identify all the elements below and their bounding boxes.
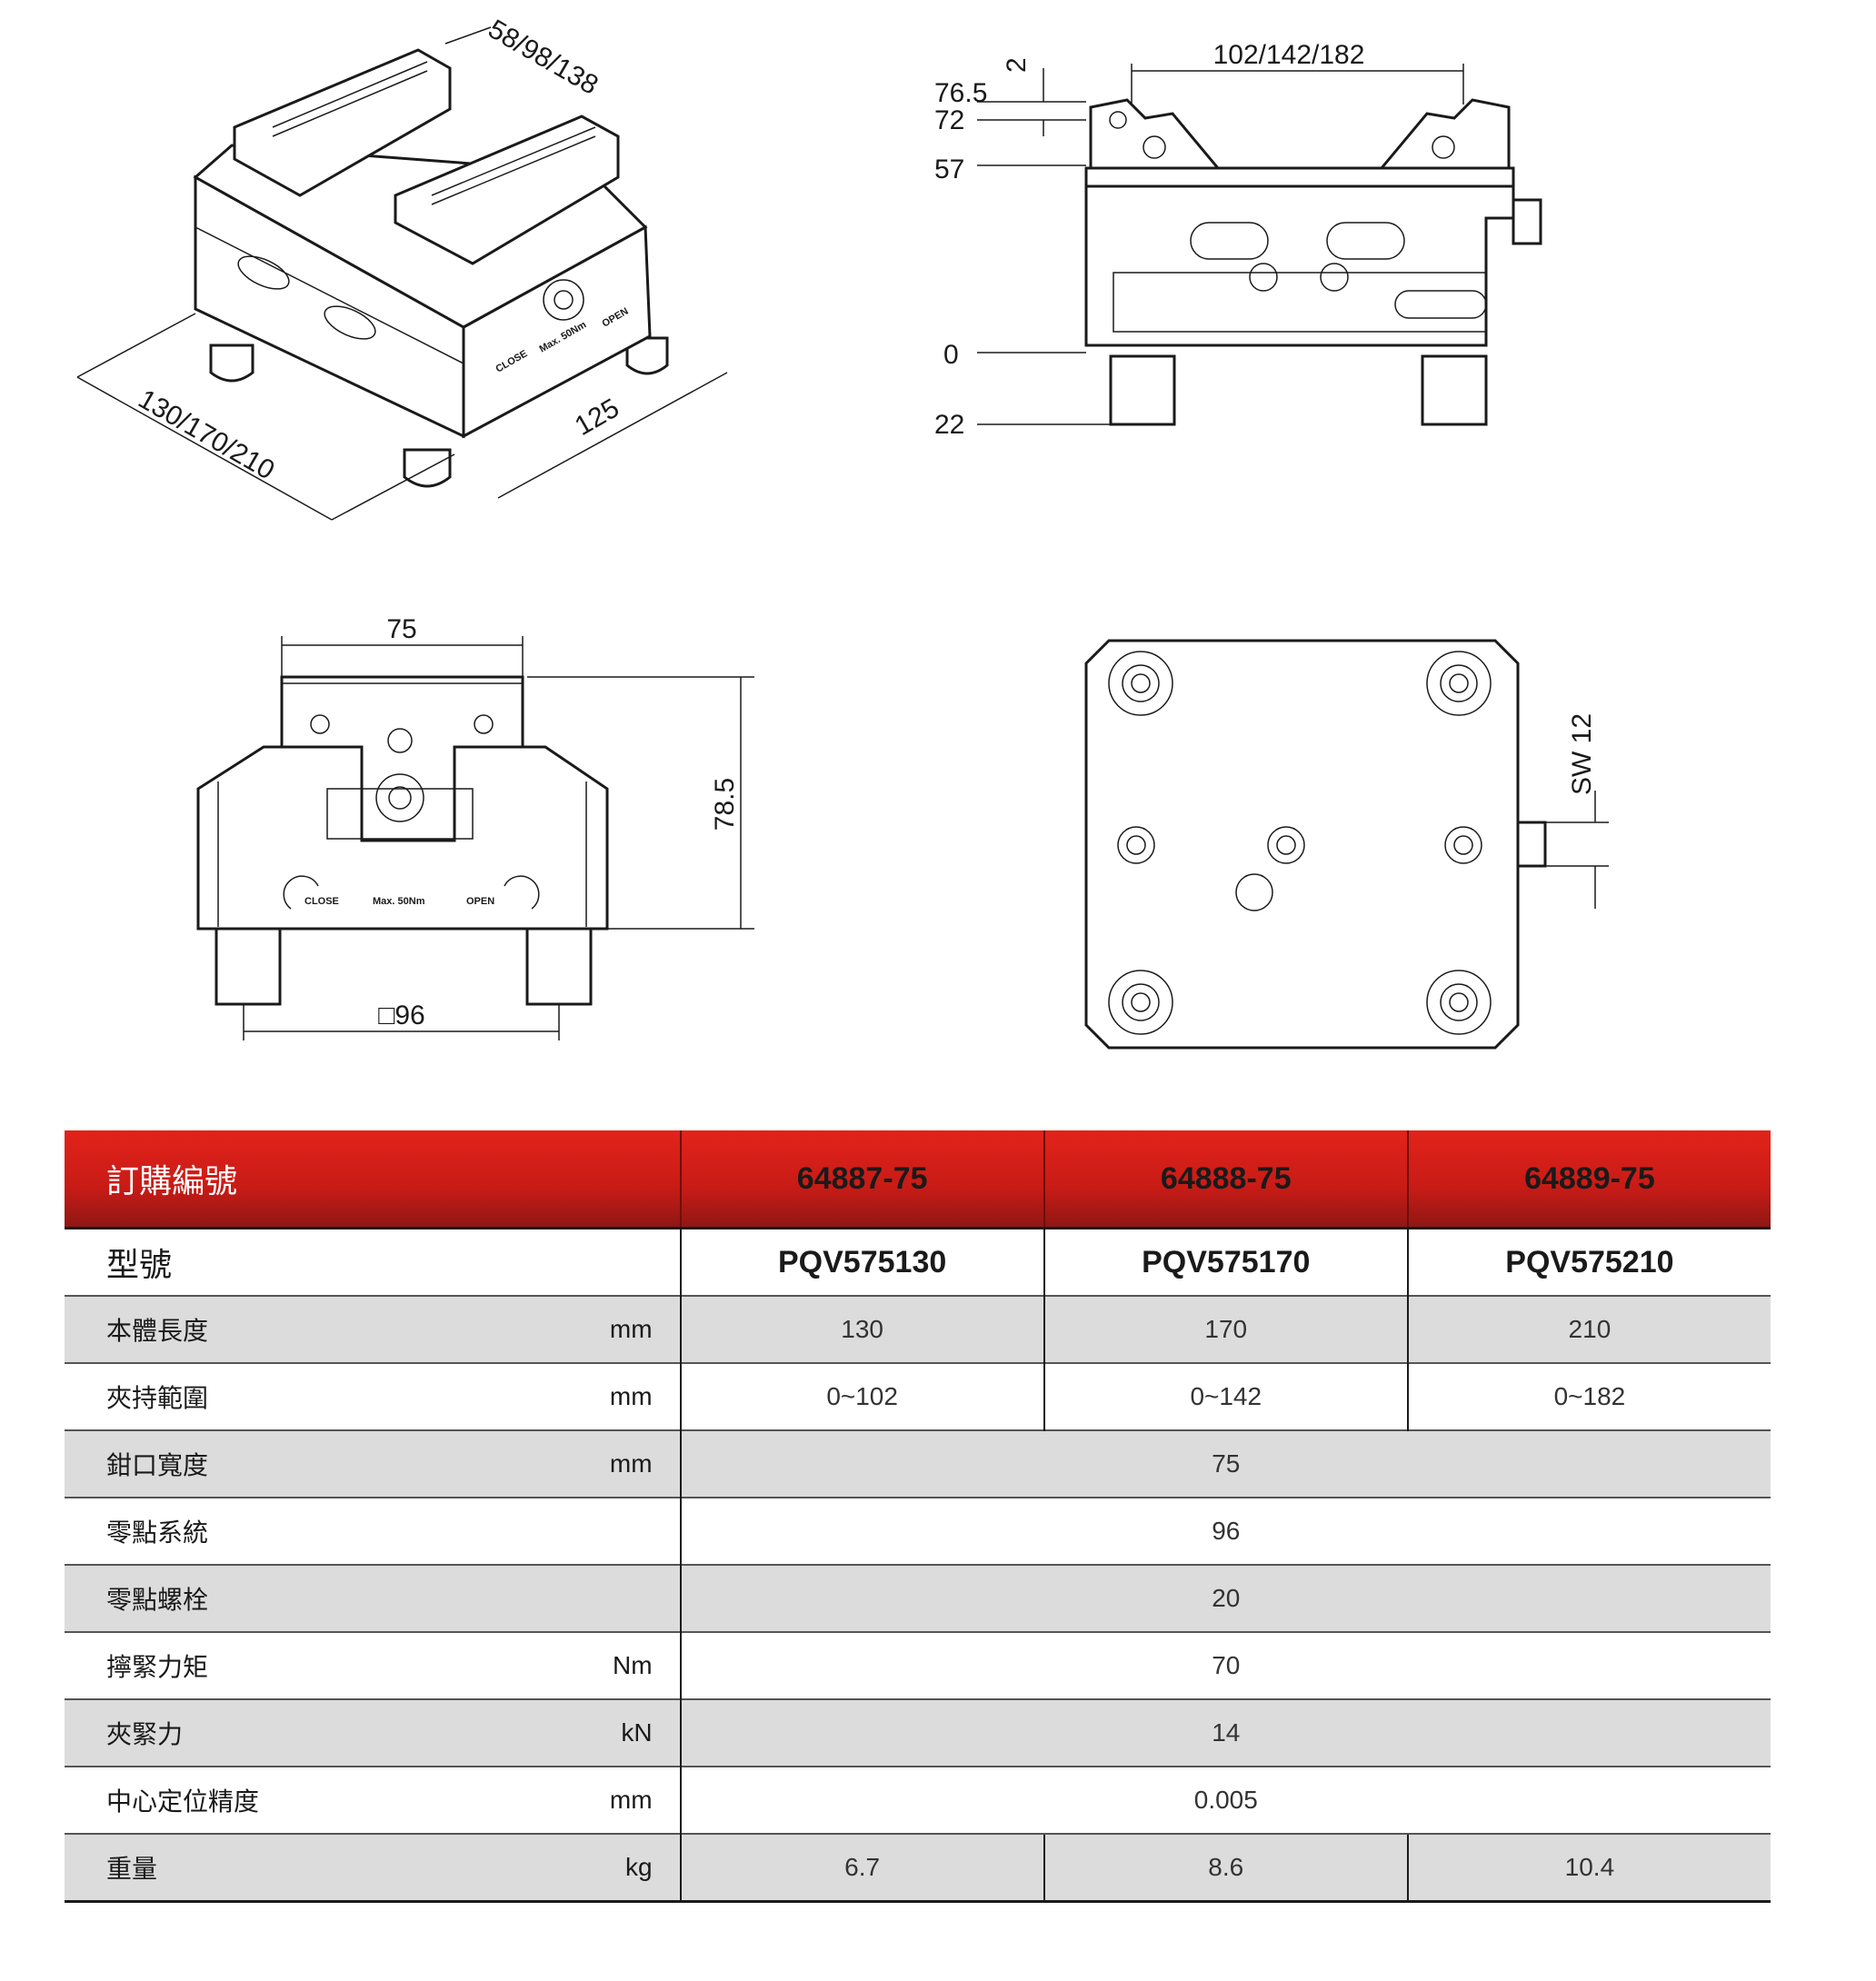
- order-number-cell: 64887-75: [679, 1130, 1044, 1229]
- front-2-dim: 2: [1002, 57, 1032, 73]
- level-0: 0: [943, 340, 959, 370]
- value-cell: 75: [679, 1429, 1771, 1498]
- weight-row: 重量 kg 6.7 8.6 10.4: [65, 1833, 1771, 1903]
- value-cell: 0~142: [1043, 1362, 1408, 1430]
- value-cell: 20: [679, 1564, 1771, 1632]
- clamp-force-row: 夾緊力 kN 14: [65, 1698, 1771, 1767]
- value-cell: 14: [679, 1698, 1771, 1767]
- row-label: 本體長度: [106, 1317, 209, 1345]
- model-label: 型號: [65, 1227, 681, 1296]
- value-cell: 8.6: [1043, 1833, 1408, 1903]
- bottom-sw-dim: SW 12: [1567, 713, 1597, 795]
- side-jaw-width-dim: 75: [386, 614, 416, 644]
- zero-point-row: 零點系統 96: [65, 1497, 1771, 1565]
- model-row: 型號 PQV575130 PQV575170 PQV575210: [65, 1227, 1771, 1296]
- row-unit: kN: [621, 1718, 653, 1747]
- row-unit: mm: [609, 1449, 653, 1478]
- side-view: CLOSE Max. 50Nm OPEN 75 78.5 □96: [196, 614, 754, 1040]
- row-label: 夾持範圍: [106, 1384, 209, 1412]
- value-cell: 170: [1043, 1295, 1408, 1363]
- model-cell: PQV575130: [679, 1227, 1044, 1296]
- order-number-cell: 64889-75: [1406, 1130, 1771, 1229]
- row-label: 重量: [106, 1855, 158, 1883]
- accuracy-row: 中心定位精度 mm 0.005: [65, 1766, 1771, 1834]
- row-label: 中心定位精度: [106, 1787, 260, 1816]
- spec-table: 訂購編號 64887-75 64888-75 64889-75 型號 PQV57…: [65, 1130, 1771, 1903]
- row-unit: mm: [609, 1382, 653, 1410]
- value-cell: 130: [679, 1295, 1044, 1363]
- model-cell: PQV575210: [1406, 1227, 1771, 1296]
- iso-view: CLOSE Max. 50Nm OPEN 130/170/210 125 58/…: [76, 14, 728, 521]
- row-label: 擰緊力矩: [106, 1653, 209, 1681]
- side-open-label: OPEN: [466, 896, 494, 907]
- row-label: 夾緊力: [106, 1720, 184, 1748]
- row-unit: Nm: [613, 1651, 653, 1679]
- value-cell: 96: [679, 1497, 1771, 1565]
- row-label: 鉗口寬度: [106, 1451, 209, 1479]
- clamp-range-row: 夾持範圍 mm 0~102 0~142 0~182: [65, 1362, 1771, 1430]
- front-view: 102/142/182 2 76.5 72 57 0 22: [934, 40, 1542, 440]
- row-label: 零點系統: [106, 1518, 209, 1547]
- row-unit: mm: [609, 1315, 653, 1343]
- order-number-cell: 64888-75: [1043, 1130, 1408, 1229]
- side-torque-label: Max. 50Nm: [373, 896, 425, 907]
- value-cell: 0~182: [1406, 1362, 1771, 1430]
- level-57: 57: [934, 154, 964, 184]
- value-cell: 0~102: [679, 1362, 1044, 1430]
- order-number-label: 訂購編號: [65, 1130, 681, 1229]
- jaw-width-row: 鉗口寬度 mm 75: [65, 1429, 1771, 1498]
- order-number-row: 訂購編號 64887-75 64888-75 64889-75: [65, 1130, 1771, 1229]
- level-76-5: 76.5: [934, 78, 987, 108]
- level-72: 72: [934, 105, 964, 135]
- row-unit: mm: [609, 1786, 653, 1814]
- side-height-dim: 78.5: [710, 778, 740, 831]
- technical-drawings: CLOSE Max. 50Nm OPEN 130/170/210 125 58/…: [76, 14, 1609, 1050]
- model-cell: PQV575170: [1043, 1227, 1408, 1296]
- value-cell: 210: [1406, 1295, 1771, 1363]
- zero-bolt-row: 零點螺栓 20: [65, 1564, 1771, 1632]
- iso-width-dim: 125: [570, 393, 624, 442]
- iso-jaw-dim: 58/98/138: [484, 14, 604, 100]
- side-zero-point-dim: □96: [378, 1000, 425, 1030]
- value-cell: 6.7: [679, 1833, 1044, 1903]
- torque-row: 擰緊力矩 Nm 70: [65, 1631, 1771, 1699]
- level-22: 22: [934, 410, 964, 440]
- value-cell: 10.4: [1406, 1833, 1771, 1903]
- value-cell: 0.005: [679, 1766, 1771, 1834]
- side-close-label: CLOSE: [304, 896, 339, 907]
- iso-length-dim: 130/170/210: [134, 383, 280, 485]
- body-length-row: 本體長度 mm 130 170 210: [65, 1295, 1771, 1363]
- front-range-dim: 102/142/182: [1213, 40, 1365, 70]
- row-label: 零點螺栓: [106, 1586, 209, 1614]
- bottom-view: SW 12: [1084, 639, 1609, 1050]
- row-unit: kg: [625, 1853, 653, 1881]
- value-cell: 70: [679, 1631, 1771, 1699]
